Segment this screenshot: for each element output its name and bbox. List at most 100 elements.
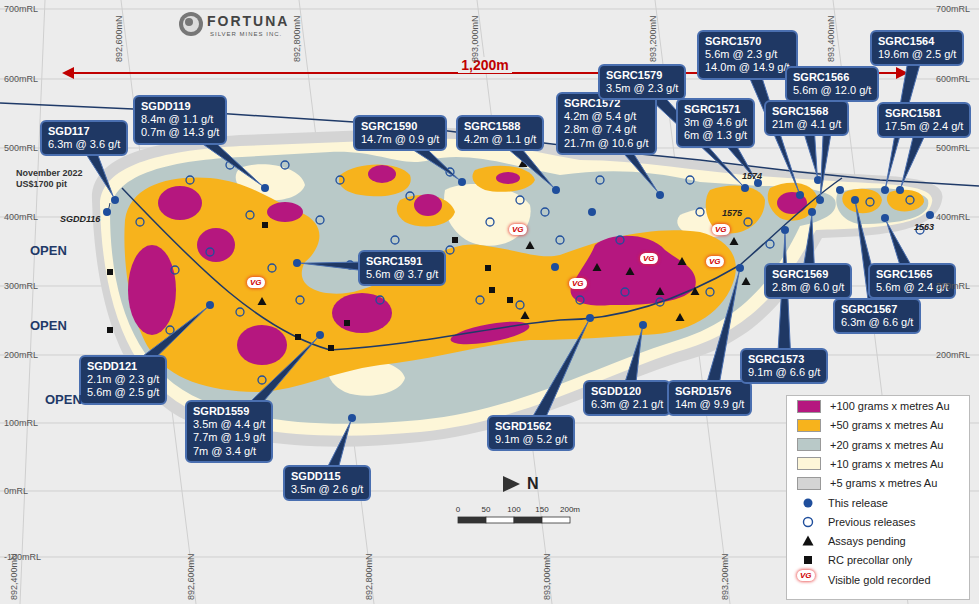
intercept: 2.8m @ 7.4 g/t bbox=[564, 123, 649, 136]
previous-hole bbox=[336, 176, 344, 184]
hole-id: SGRC1590 bbox=[361, 120, 439, 133]
new-hole bbox=[348, 414, 356, 422]
callout-box: SGRC156821m @ 4.1 g/t bbox=[764, 100, 849, 136]
new-hole bbox=[103, 208, 111, 216]
northing-label: 893,000mN bbox=[542, 553, 552, 600]
previous-hole bbox=[186, 176, 194, 184]
previous-hole bbox=[166, 326, 174, 334]
intercept: 6m @ 1.3 g/t bbox=[684, 129, 747, 142]
new-hole bbox=[656, 191, 664, 199]
elevation-label: 600mRL bbox=[4, 74, 38, 84]
callout-box: SGRC156419.6m @ 2.5 g/t bbox=[870, 30, 964, 66]
callout-box: SGRC15793.5m @ 2.3 g/t bbox=[598, 64, 686, 100]
intercept: 0.7m @ 14.3 g/t bbox=[141, 126, 219, 139]
company-name: FORTUNA bbox=[207, 13, 289, 29]
legend-entry: +5 grams x metres Au bbox=[797, 474, 937, 492]
legend-text: Previous releases bbox=[828, 516, 915, 528]
visible-gold-marker: VG bbox=[569, 278, 587, 289]
pit-note: November 2022 US$1700 pit bbox=[16, 168, 94, 190]
intercept: 14.7m @ 0.9 g/t bbox=[361, 133, 439, 146]
legend-text: +10 grams x metres Au bbox=[830, 458, 943, 470]
elevation-label: 400mRL bbox=[4, 212, 38, 222]
legend-symbol bbox=[797, 516, 819, 528]
previous-hole bbox=[376, 296, 384, 304]
elevation-label: 200mRL bbox=[4, 350, 38, 360]
legend-entry: +20 grams x metres Au bbox=[797, 436, 943, 454]
previous-hole bbox=[446, 246, 454, 254]
northing-label: 893,200mN bbox=[648, 15, 658, 62]
symbol-square bbox=[804, 556, 812, 564]
elevation-label: 700mRL bbox=[936, 4, 970, 14]
northing-label: 892,800mN bbox=[364, 553, 374, 600]
precollar-hole bbox=[507, 297, 513, 303]
new-hole bbox=[796, 191, 804, 199]
hole-id: SGRD1559 bbox=[193, 405, 265, 418]
elevation-label: 300mRL bbox=[936, 281, 970, 291]
elevation-label: 300mRL bbox=[4, 281, 38, 291]
hole-id: SGRD1576 bbox=[675, 385, 744, 398]
scale-number: 100 bbox=[507, 505, 520, 514]
hole-id: SGRC1566 bbox=[793, 71, 871, 84]
new-hole bbox=[816, 196, 824, 204]
symbol-triangle bbox=[803, 536, 814, 546]
pending-hole bbox=[521, 311, 530, 319]
elevation-label: 500mRL bbox=[4, 143, 38, 153]
callout-box: SGRC158117.5m @ 2.4 g/t bbox=[877, 102, 971, 138]
precollar-hole bbox=[262, 222, 268, 228]
previous-hole bbox=[596, 176, 604, 184]
previous-hole bbox=[516, 301, 524, 309]
intercept: 5.6m @ 2.5 g/t bbox=[87, 386, 159, 399]
north-arrow bbox=[503, 476, 520, 492]
intercept: 6.3m @ 3.6 g/t bbox=[48, 138, 120, 151]
callout-box: SGD1176.3m @ 3.6 g/t bbox=[40, 120, 128, 156]
intercept: 9.1m @ 5.2 g/t bbox=[495, 433, 567, 446]
length-dimension: 1,200m bbox=[458, 57, 511, 73]
hole-id: SGDD115 bbox=[291, 470, 363, 483]
callout-box: SGDD1153.5m @ 2.6 g/t bbox=[283, 465, 371, 501]
scale-number: 0 bbox=[456, 505, 460, 514]
previous-hole bbox=[236, 308, 244, 316]
legend-entry: +100 grams x metres Au bbox=[797, 397, 950, 415]
intercept: 21m @ 4.1 g/t bbox=[772, 118, 841, 131]
pending-hole bbox=[626, 267, 635, 275]
pending-hole bbox=[742, 277, 751, 285]
hole-label: 1575 bbox=[722, 208, 742, 218]
new-hole bbox=[736, 264, 744, 272]
intercept: 4.2m @ 1.1 g/t bbox=[464, 133, 536, 146]
previous-hole bbox=[258, 376, 266, 384]
elevation-label: 400mRL bbox=[936, 212, 970, 222]
previous-hole bbox=[906, 196, 914, 204]
new-hole bbox=[851, 196, 859, 204]
hole-id: SGRD1562 bbox=[495, 420, 567, 433]
precollar-hole bbox=[489, 287, 495, 293]
previous-hole bbox=[171, 266, 179, 274]
callout-box: SGRD15629.1m @ 5.2 g/t bbox=[487, 415, 575, 451]
visible-gold-marker: VG bbox=[712, 224, 730, 235]
legend-entry: This release bbox=[797, 494, 888, 512]
callout-box: SGRC15692.8m @ 6.0 g/t bbox=[764, 263, 852, 299]
new-hole bbox=[206, 301, 214, 309]
legend-entry: Assays pending bbox=[797, 532, 906, 550]
hole-id: SGRC1573 bbox=[748, 353, 820, 366]
previous-hole bbox=[281, 161, 289, 169]
hole-label: 1563 bbox=[914, 222, 934, 232]
previous-hole bbox=[391, 236, 399, 244]
intercept: 17.5m @ 2.4 g/t bbox=[885, 120, 963, 133]
northing-label: 893,200mN bbox=[720, 553, 730, 600]
northing-label: 892,800mN bbox=[292, 15, 302, 62]
hole-id: SGDD121 bbox=[87, 360, 159, 373]
legend-swatch bbox=[797, 438, 821, 451]
northing-label: 892,600mN bbox=[114, 15, 124, 62]
previous-hole bbox=[246, 211, 254, 219]
legend-text: +100 grams x metres Au bbox=[830, 400, 950, 412]
intercept: 9.1m @ 6.6 g/t bbox=[748, 366, 820, 379]
pit-outline bbox=[122, 178, 842, 350]
callout-box: SGRC15665.6m @ 12.0 g/t bbox=[785, 66, 879, 102]
callout-box: SGRC15676.3m @ 6.6 g/t bbox=[833, 298, 921, 334]
previous-hole bbox=[686, 176, 694, 184]
visible-gold-marker: VG bbox=[797, 570, 815, 581]
intercept: 21.7m @ 10.6 g/t bbox=[564, 137, 649, 150]
drill-holes bbox=[103, 159, 934, 422]
pending-hole bbox=[593, 263, 602, 271]
legend-text: RC precollar only bbox=[828, 554, 912, 566]
